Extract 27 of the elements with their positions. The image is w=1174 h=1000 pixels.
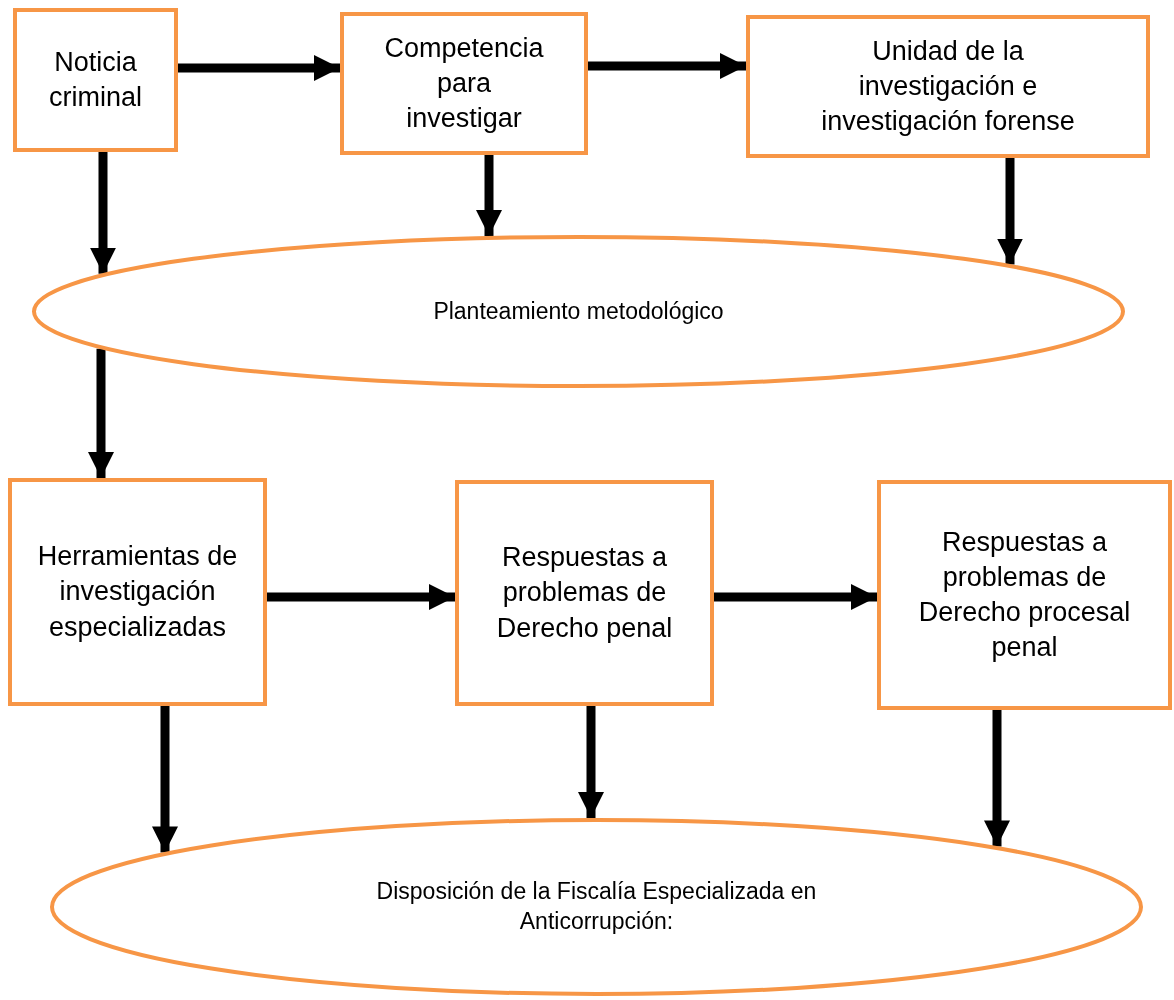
arrow: [588, 53, 746, 79]
arrow: [152, 706, 178, 853]
node-label: Planteamiento metodológico: [433, 296, 724, 326]
node-label: Herramientas de investigación especializadas: [36, 540, 239, 644]
arrow: [178, 55, 340, 81]
arrow: [267, 584, 455, 610]
arrow: [714, 584, 877, 610]
ellipse-node: [32, 235, 1125, 388]
ellipse-node: [50, 818, 1143, 996]
arrow: [90, 152, 116, 274]
node-label: Noticia criminal: [48, 45, 143, 114]
process-box: [877, 480, 1172, 710]
node-label: Unidad de la investigación e investigación forense: [820, 34, 1076, 139]
process-box: [8, 478, 267, 706]
node-label: Competencia para investigar: [384, 31, 544, 136]
arrow: [476, 155, 502, 237]
process-box: [746, 15, 1150, 158]
arrow: [578, 706, 604, 818]
process-box: [340, 12, 588, 155]
node-label: Respuestas a problemas de Derecho procesal penal: [917, 525, 1132, 665]
arrow: [88, 348, 114, 478]
process-box: [455, 480, 714, 706]
process-box: [13, 8, 178, 152]
node-label: Disposición de la Fiscalía Especializada en Anticorrupción:: [375, 877, 818, 936]
arrow: [997, 158, 1023, 265]
arrow: [984, 710, 1010, 847]
node-label: Respuestas a problemas de Derecho penal: [495, 541, 674, 645]
